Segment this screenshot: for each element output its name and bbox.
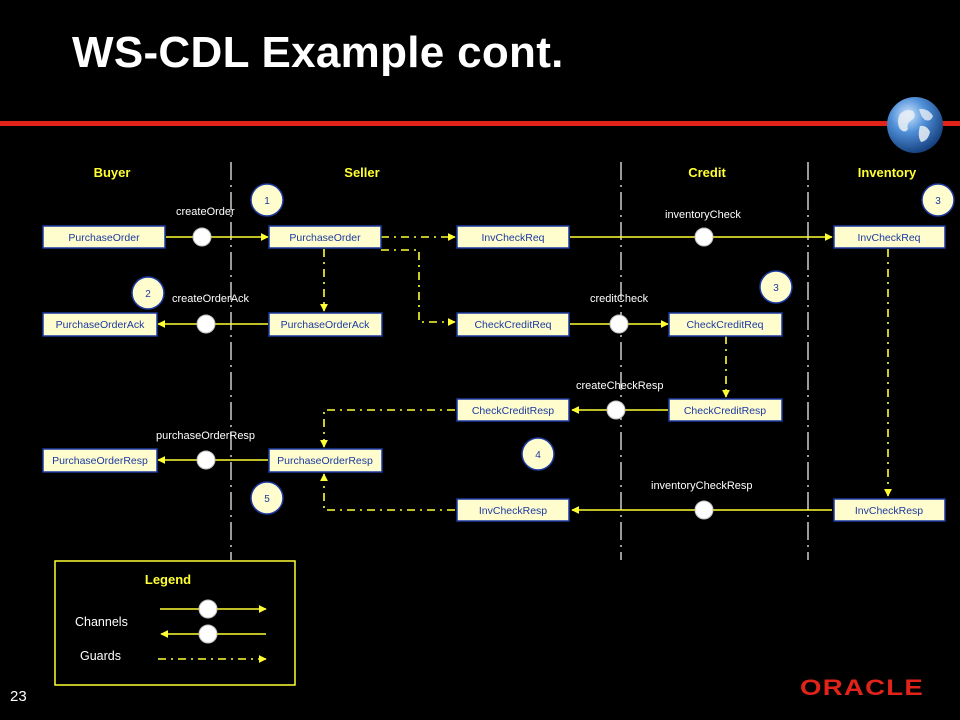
guard-invresp-to-poresp: [320, 473, 455, 511]
choreography-diagram: Buyer Seller Credit Inventory: [42, 162, 955, 686]
channel-label-inventory-check-resp: inventoryCheckResp: [651, 480, 753, 492]
box-label-credit-checkcreditresp: CheckCreditResp: [684, 405, 766, 417]
box-buyer-purchase-order-ack: [42, 312, 158, 337]
box-label-seller-checkcreditresp: CheckCreditResp: [472, 405, 554, 417]
box-credit-checkcreditreq: [668, 312, 783, 337]
box-label-buyer-purchase-order: PurchaseOrder: [68, 232, 140, 244]
page-number: 23: [10, 688, 27, 705]
channel-node-create-check-resp: [606, 400, 626, 420]
box-label-seller-purchase-order-resp: PurchaseOrderResp: [277, 455, 373, 467]
slide-title: WS-CDL Example cont.: [72, 28, 564, 77]
box-seller-purchase-order: [268, 225, 382, 249]
box-seller-checkcreditreq: [456, 312, 570, 337]
box-label-seller-purchase-order: PurchaseOrder: [289, 232, 361, 244]
channel-label-purchase-order-resp: purchaseOrderResp: [156, 430, 255, 442]
channel-node-create-order-ack: [196, 314, 216, 334]
box-buyer-purchase-order-resp: [42, 448, 158, 473]
channel-node-create-order: [192, 227, 212, 247]
step-number-1: 1: [264, 196, 270, 207]
box-label-seller-checkcreditreq: CheckCreditReq: [474, 319, 551, 331]
channel-node-credit-check: [609, 314, 629, 334]
lane-header-inventory: Inventory: [858, 165, 917, 180]
channel-label-create-order: createOrder: [176, 206, 235, 218]
oracle-logo-text: ORACLE: [800, 675, 924, 700]
step-marker-2: [131, 276, 165, 310]
guard-ccresp-to-poresp: [320, 409, 455, 448]
step-number-4: 4: [535, 450, 541, 461]
step-marker-3-credit: [759, 270, 793, 304]
step-number-3-inventory: 3: [935, 196, 941, 207]
channel-node-purchase-order-resp: [196, 450, 216, 470]
box-seller-invcheckreq: [456, 225, 570, 249]
legend-guards-label: Guards: [80, 649, 121, 663]
box-seller-purchase-order-resp: [268, 448, 383, 473]
legend-channel-node-left: [198, 624, 218, 644]
title-divider: [0, 121, 960, 126]
lane-header-buyer: Buyer: [94, 165, 131, 180]
step-marker-3-inventory: [921, 183, 955, 217]
legend-title: Legend: [145, 572, 191, 587]
channel-label-create-check-resp: createCheckResp: [576, 380, 663, 392]
box-credit-checkcreditresp: [668, 398, 783, 422]
legend-channels-label: Channels: [75, 615, 128, 629]
oracle-logo: ORACLE: [800, 675, 924, 700]
channel-node-inventory-check: [694, 227, 714, 247]
step-number-3-credit: 3: [773, 283, 779, 294]
legend: Legend Channels Guards: [54, 560, 296, 686]
box-label-buyer-purchase-order-resp: PurchaseOrderResp: [52, 455, 148, 467]
legend-channel-node-right: [198, 599, 218, 619]
box-label-inventory-invcheckreq: InvCheckReq: [857, 232, 920, 244]
box-label-seller-invcheckresp: InvCheckResp: [479, 505, 547, 517]
lane-header-credit: Credit: [688, 165, 726, 180]
globe-icon: [887, 97, 943, 153]
box-seller-checkcreditresp: [456, 398, 570, 422]
channel-node-inventory-check-resp: [694, 500, 714, 520]
step-number-2: 2: [145, 289, 151, 300]
box-label-seller-purchase-order-ack: PurchaseOrderAck: [281, 319, 370, 331]
box-inventory-invcheckresp: [833, 498, 946, 522]
step-marker-1: [250, 183, 284, 217]
lane-header-seller: Seller: [344, 165, 379, 180]
channel-label-create-order-ack: createOrderAck: [172, 293, 250, 305]
box-buyer-purchase-order: [42, 225, 166, 249]
guard-po-to-checkcreditreq: [381, 249, 456, 326]
box-inventory-invcheckreq: [833, 225, 946, 249]
step-marker-4: [521, 437, 555, 471]
box-seller-invcheckresp: [456, 498, 570, 522]
box-label-inventory-invcheckresp: InvCheckResp: [855, 505, 923, 517]
box-label-buyer-purchase-order-ack: PurchaseOrderAck: [56, 319, 145, 331]
box-seller-purchase-order-ack: [268, 312, 383, 337]
step-number-5: 5: [264, 494, 270, 505]
step-marker-5: [250, 481, 284, 515]
channel-label-inventory-check: inventoryCheck: [665, 209, 741, 221]
box-label-credit-checkcreditreq: CheckCreditReq: [686, 319, 763, 331]
legend-frame: [54, 560, 296, 686]
box-label-seller-invcheckreq: InvCheckReq: [481, 232, 544, 244]
channel-label-credit-check: creditCheck: [590, 293, 649, 305]
